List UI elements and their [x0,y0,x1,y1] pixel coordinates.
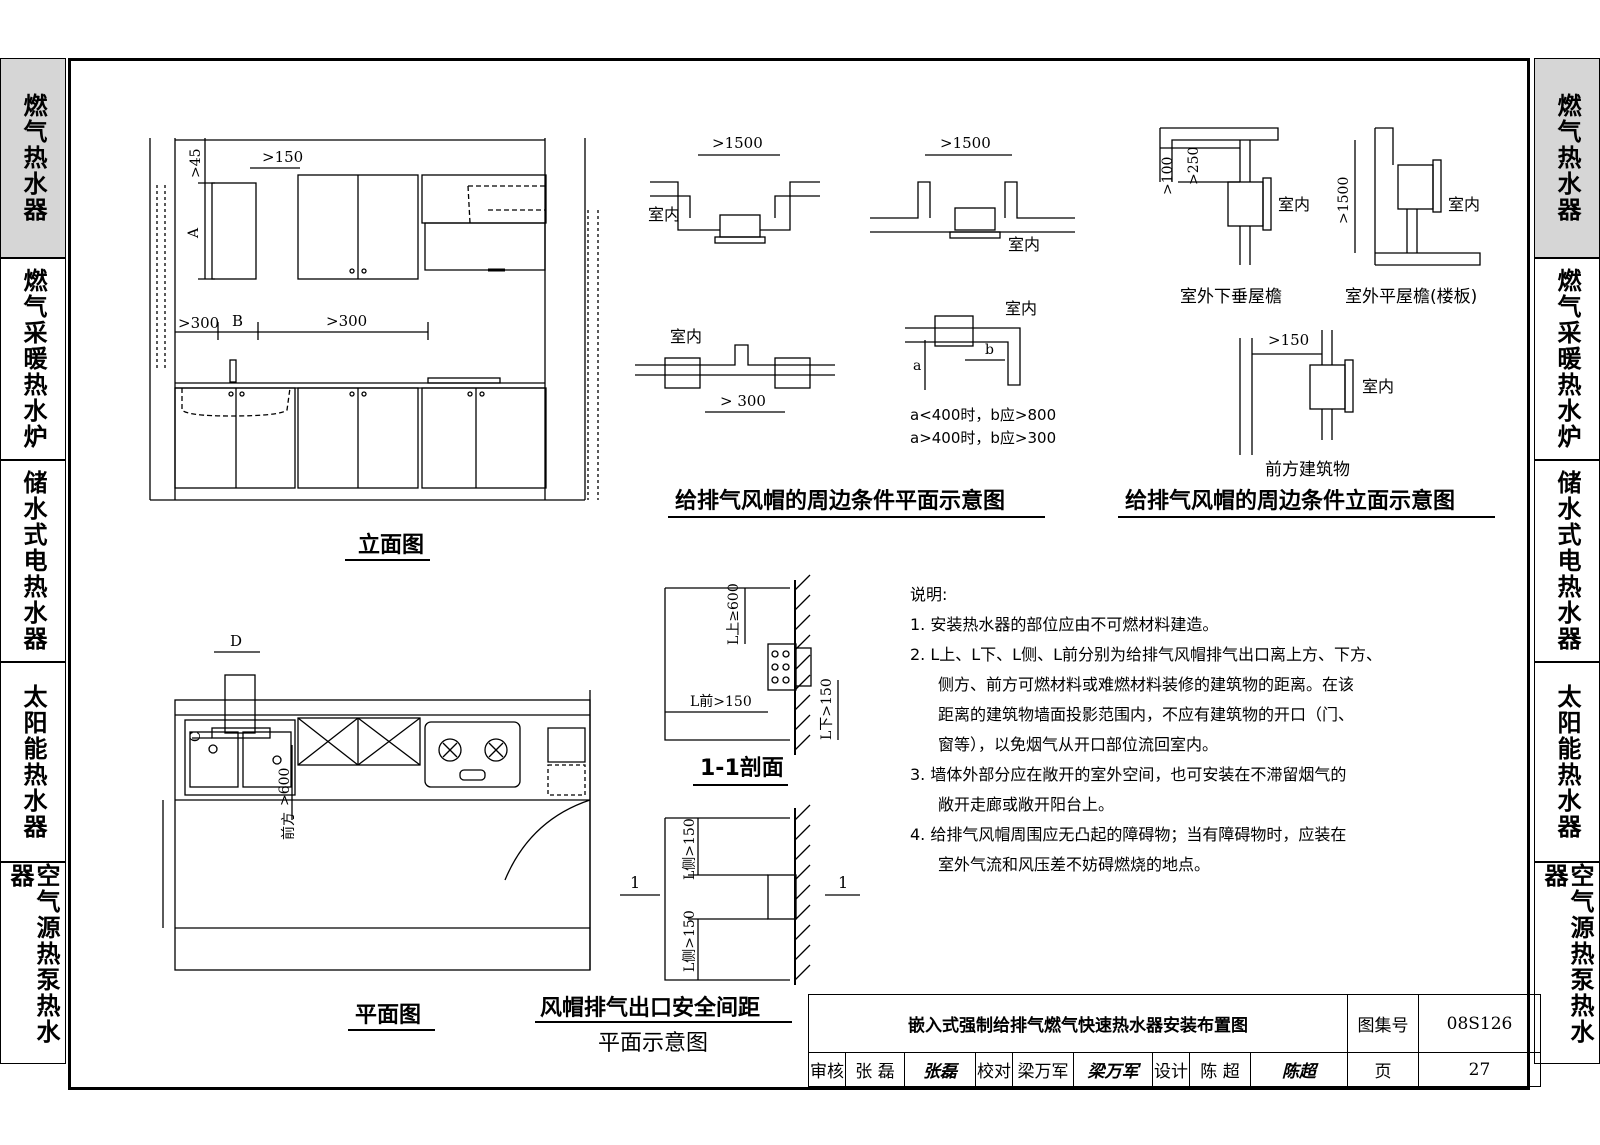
safety-l-side-1: L侧>150 [682,818,698,880]
side-tab-gas-water-heater[interactable]: 燃气热水器 [0,58,66,258]
note-line-6: 3. 墙体外部分应在敞开的室外空间，也可安装在不滞留烟气的 [910,765,1346,784]
page-label: 页 [1347,1052,1419,1087]
section-l-front: L前>150 [690,693,752,710]
side-tab-electric-storage-heater[interactable]: 储水式电热水器 [0,460,66,662]
vent-elevation-drawing [1159,127,1481,455]
side-tab-gas-water-heater-right[interactable]: 燃气热水器 [1534,58,1600,258]
page-number: 27 [1418,1052,1541,1087]
side-tab-solar-water-heater[interactable]: 太阳能热水器 [0,662,66,862]
plan-dim-c: C [188,731,204,742]
vent-elev-dim-150: >150 [1268,331,1309,349]
vent-plan-dim-a: a [913,358,921,374]
elev-dim-300-right: >300 [326,312,367,330]
notes-heading: 说明: [910,585,947,604]
side-tab-label: 储水式电热水器 [1553,470,1581,652]
side-tab-label: 储水式电热水器 [19,470,47,652]
reviewer-name: 张 磊 [845,1052,905,1087]
safety-caption-2: 平面示意图 [598,1031,708,1056]
elev-dim-300-left: >300 [178,314,219,332]
vent-plan-dim-300: > 300 [720,392,766,410]
side-tab-label: 燃气热水器 [1553,93,1581,223]
safety-l-side-2: L侧>150 [682,910,698,972]
vent-elev-indoor-2: 室内 [1448,195,1480,214]
side-tab-label: 燃气采暖热水炉 [19,268,47,450]
section-caption: 1-1剖面 [700,755,784,781]
plan-dim-d: D [230,632,242,650]
vent-plan-drawing [635,154,1075,413]
vent-plan-dim-1500-a: >1500 [712,134,763,152]
vent-plan-dim-b: b [985,342,994,358]
elev-dim-a: A [186,227,202,239]
note-line-2: 2. L上、L下、L侧、L前分别为给排气风帽排气出口离上方、下方、 [910,645,1382,664]
vent-elev-front-building: 前方建筑物 [1265,460,1350,480]
vent-elev-indoor-1: 室内 [1278,195,1310,214]
elevation-drawing [149,138,599,501]
checker-signature: 梁万军 [1073,1052,1153,1087]
section-drawing [664,574,839,755]
note-line-1: 1. 安装热水器的部位应由不可燃材料建造。 [910,615,1218,634]
plan-caption: 平面图 [355,1003,421,1028]
side-tab-label: 燃气采暖热水炉 [1553,268,1581,450]
vent-plan-caption: 给排气风帽的周边条件平面示意图 [675,488,1005,514]
side-tab-gas-heating-boiler[interactable]: 燃气采暖热水炉 [0,258,66,460]
title-block: 嵌入式强制给排气燃气快速热水器安装布置图 图集号 08S126 审核 张 磊 张… [808,994,1541,1087]
safety-caption-1: 风帽排气出口安全间距 [540,995,760,1021]
side-tab-solar-water-heater-right[interactable]: 太阳能热水器 [1534,662,1600,862]
drawing-title: 嵌入式强制给排气燃气快速热水器安装布置图 [808,994,1348,1053]
atlas-number: 08S126 [1418,994,1541,1053]
vent-elev-eave-down: 室外下垂屋檐 [1180,287,1282,307]
vent-plan-indoor-1: 室内 [648,205,680,224]
check-label: 校对 [975,1052,1013,1087]
cut-mark-right: 1 [838,873,848,892]
safety-plan-drawing [620,804,860,985]
note-line-8: 4. 给排气风帽周围应无凸起的障碍物；当有障碍物时，应装在 [910,825,1346,844]
vent-elev-dim-100: >100 [1160,157,1176,195]
cut-mark-left: 1 [630,873,640,892]
side-tab-label: 太阳能热水器 [1553,684,1581,840]
note-line-9: 室外气流和风压差不妨碍燃烧的地点。 [938,855,1210,874]
review-label: 审核 [808,1052,846,1087]
drawing-frame [68,58,1530,1090]
note-line-3: 侧方、前方可燃材料或难燃材料装修的建筑物的距离。在该 [938,675,1354,694]
plan-drawing [162,651,591,971]
side-tab-label: 空气源热泵热水器 [1540,863,1594,1045]
designer-name: 陈 超 [1189,1052,1251,1087]
elevation-caption: 立面图 [358,532,424,558]
vent-plan-indoor-2: 室内 [1008,235,1040,254]
note-line-4: 距离的建筑物墙面投影范围内，不应有建筑物的开口（门、 [938,705,1354,724]
vent-plan-indoor-4: 室内 [1005,299,1037,318]
vent-plan-dim-1500-b: >1500 [940,134,991,152]
checker-name: 梁万军 [1012,1052,1074,1087]
section-l-down: L下>150 [819,678,835,740]
plan-dim-front: 前方 [280,812,297,840]
design-label: 设计 [1152,1052,1190,1087]
side-tab-label: 太阳能热水器 [19,684,47,840]
side-tab-heat-pump-water-heater[interactable]: 空气源热泵热水器 [0,862,66,1064]
elev-dim-45: >45 [188,148,204,178]
note-line-7: 敞开走廊或敞开阳台上。 [938,795,1114,814]
vent-plan-cond2: a>400时，b应>300 [910,429,1056,447]
vent-plan-indoor-3: 室内 [670,327,702,346]
vent-elev-eave-flat: 室外平屋檐(楼板) [1345,287,1477,307]
plan-dim-600: >600 [277,768,293,806]
side-tab-heat-pump-water-heater-right[interactable]: 空气源热泵热水器 [1534,862,1600,1064]
section-l-up: L上≥600 [726,583,742,645]
side-tab-label: 空气源热泵热水器 [6,863,60,1045]
side-tab-gas-heating-boiler-right[interactable]: 燃气采暖热水炉 [1534,258,1600,460]
vent-elev-dim-1500: >1500 [1336,177,1352,224]
note-line-5: 窗等），以免烟气从开口部位流回室内。 [938,735,1218,754]
vent-elev-indoor-3: 室内 [1362,377,1394,396]
designer-signature: 陈超 [1250,1052,1348,1087]
side-tab-label: 燃气热水器 [19,93,47,223]
vent-elevation-caption: 给排气风帽的周边条件立面示意图 [1125,488,1455,514]
elev-dim-b: B [232,312,243,330]
reviewer-signature: 张磊 [904,1052,976,1087]
elev-dim-150: >150 [262,148,303,166]
vent-elev-dim-250: >250 [1186,147,1202,185]
atlas-label: 图集号 [1347,994,1419,1053]
vent-plan-cond1: a<400时，b应>800 [910,406,1056,424]
